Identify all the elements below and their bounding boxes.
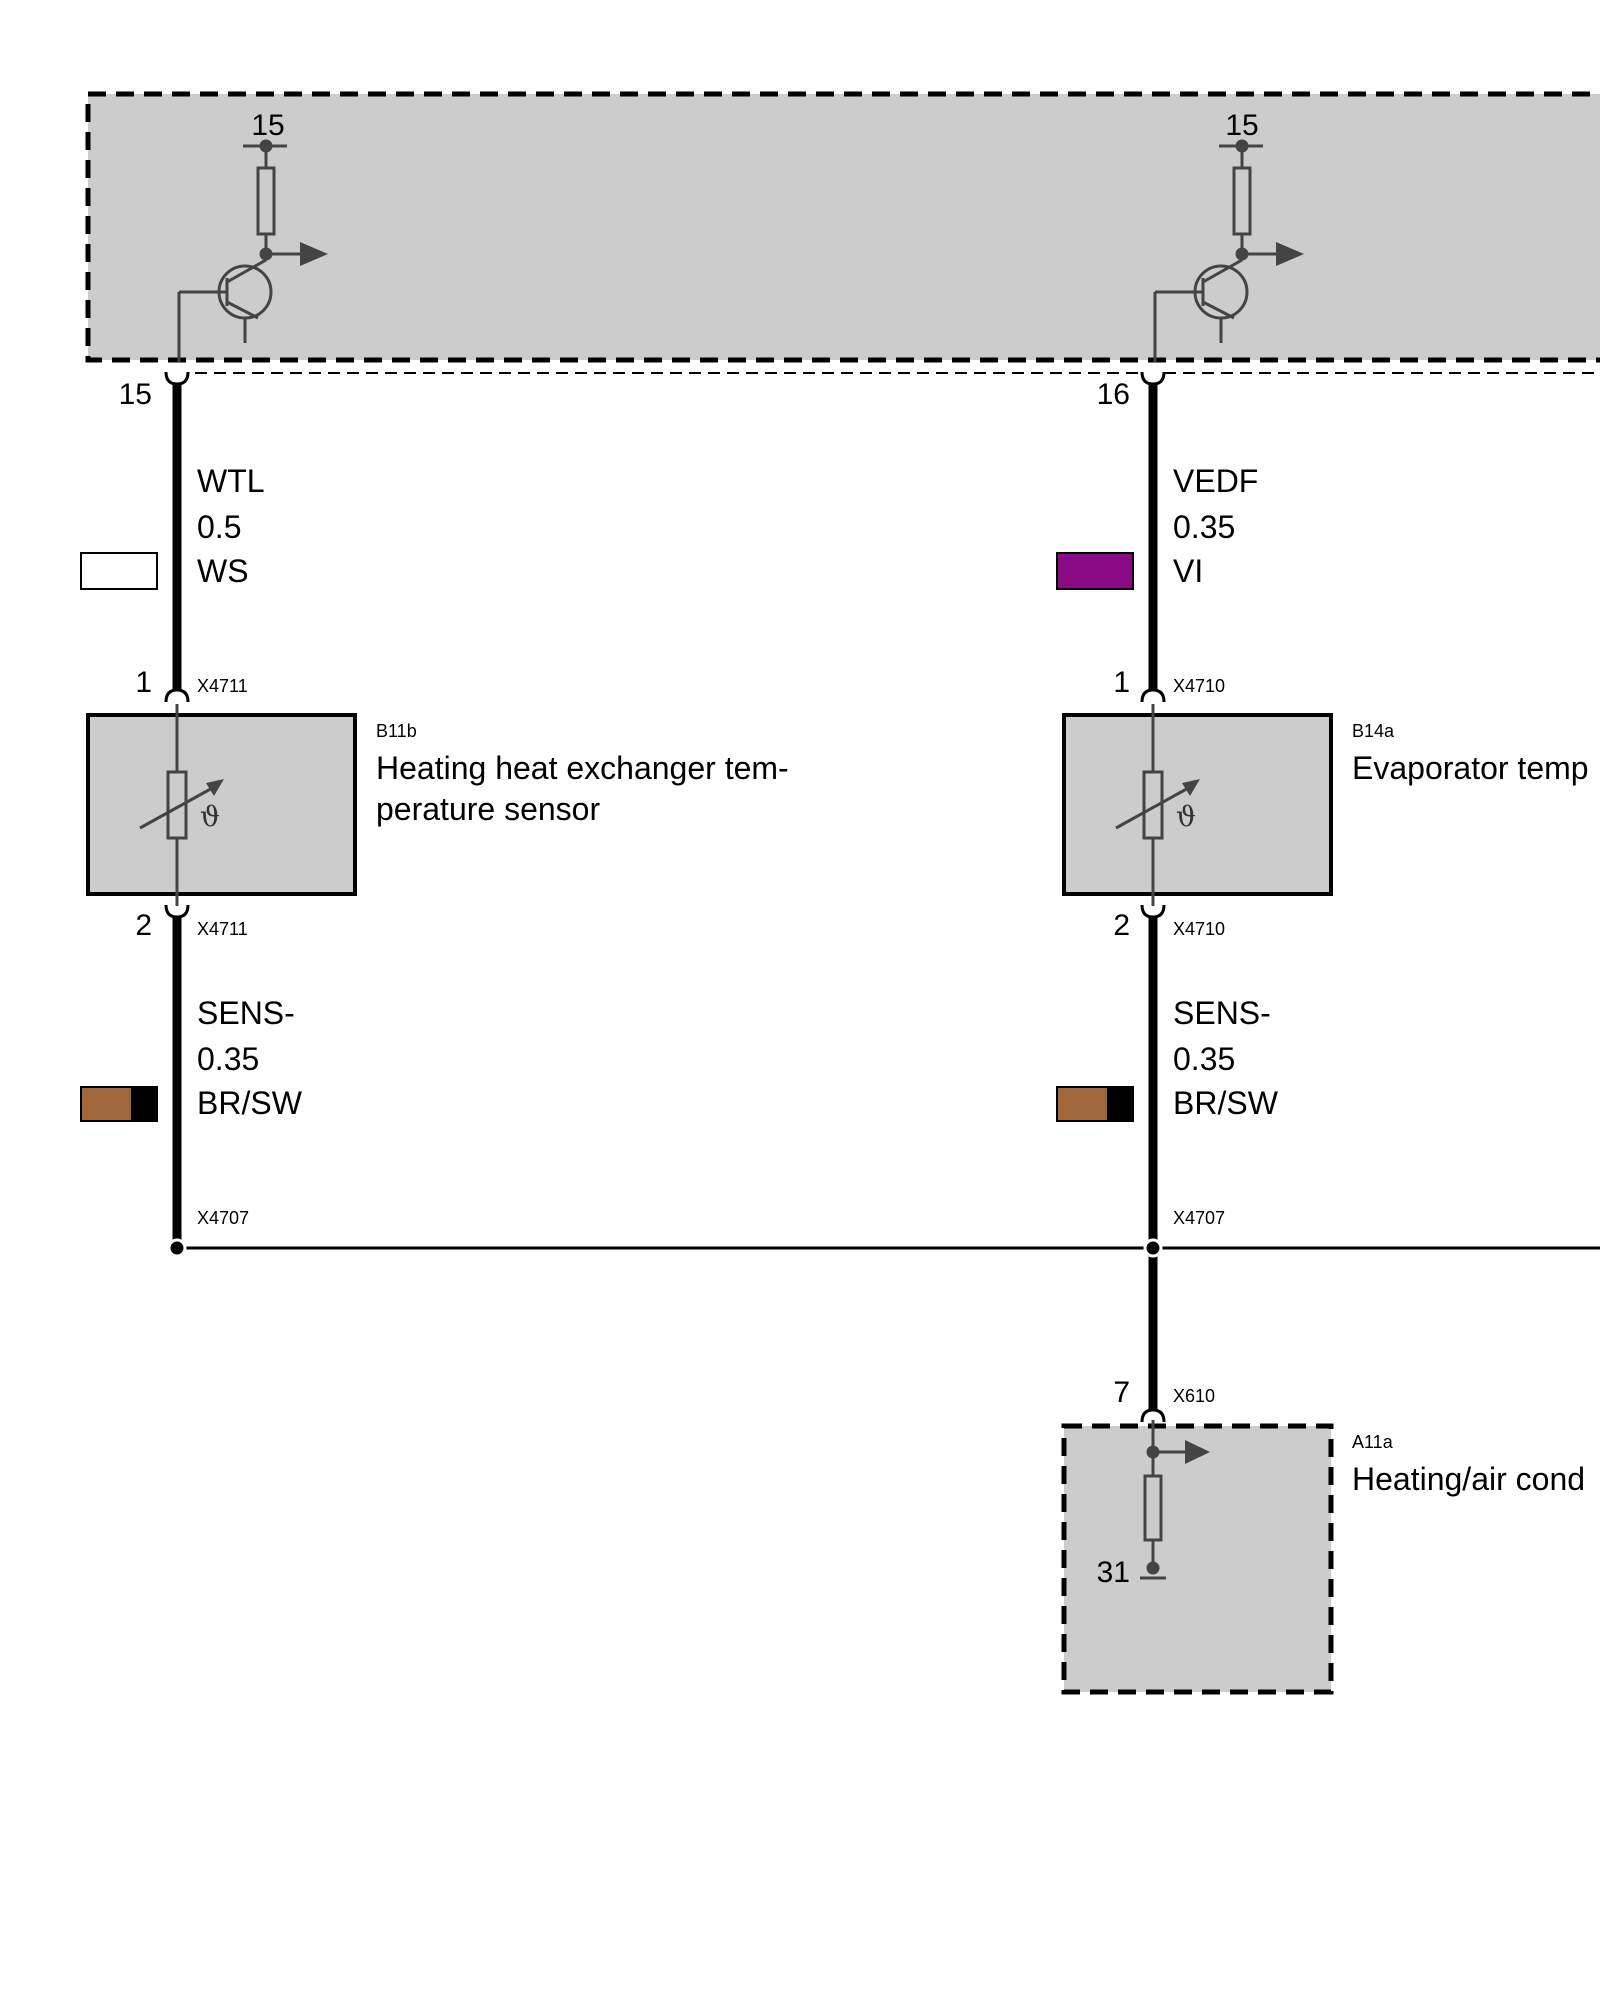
component-id-a11a: A11a <box>1352 1432 1394 1452</box>
wire-color-left-top: WS <box>197 553 249 589</box>
wire-gauge-left-top: 0.5 <box>197 509 241 545</box>
module-box-a11a <box>1061 1423 1334 1695</box>
sensor-box-right <box>1062 713 1333 896</box>
wire-color-swatch-brsw-left <box>80 1086 158 1122</box>
pin-label-right-sensor-bottom: 2 <box>1113 909 1130 942</box>
pin-label-left-top: 15 <box>119 378 152 411</box>
wire-color-swatch-ws <box>80 552 158 590</box>
component-name-b11b-line2: perature sensor <box>376 791 600 827</box>
connector-id-x610: X610 <box>1173 1386 1215 1406</box>
thermistor-symbol-right: ϑ <box>1176 800 1196 833</box>
wire-gauge-right-top: 0.35 <box>1173 509 1235 545</box>
wire-signal-left-bottom: SENS- <box>197 995 295 1031</box>
splice-dot-right <box>1143 1238 1163 1258</box>
thermistor-arrow-icon-right <box>1182 779 1200 796</box>
control-unit-box <box>85 91 1600 363</box>
transistor-stage-left <box>177 139 300 362</box>
splice-label-right: X4707 <box>1173 1208 1225 1228</box>
wires <box>172 378 1158 1412</box>
pin-label-left-sensor-top: 1 <box>135 666 152 699</box>
thermistor-symbol-left: ϑ <box>200 800 220 833</box>
pin-label-left-sensor-bottom: 2 <box>135 909 152 942</box>
wire-color-right-top: VI <box>1173 553 1203 589</box>
connector-id-right-bottom: X4710 <box>1173 919 1225 939</box>
connector-id-right-top: X4710 <box>1173 676 1225 696</box>
component-id-b14a: B14a <box>1352 721 1395 741</box>
thermistor-arrow-icon-left <box>206 779 224 796</box>
pin-label-right-top: 16 <box>1097 378 1130 411</box>
pin-label-right-sensor-top: 1 <box>1113 666 1130 699</box>
splice-label-left: X4707 <box>197 1208 249 1228</box>
wire-signal-left-top: WTL <box>197 463 265 499</box>
transistor-stage-right <box>1153 139 1276 362</box>
output-arrow-icon-right <box>1276 242 1304 266</box>
component-id-b11b: B11b <box>376 721 417 741</box>
component-name-b14a: Evaporator temp <box>1352 750 1589 786</box>
wire-color-swatch-vi <box>1056 552 1134 590</box>
thermistor-icon-left <box>139 704 217 906</box>
pulldown-resistor-icon <box>1140 1420 1185 1580</box>
wire-gauge-left-bottom: 0.35 <box>197 1041 259 1077</box>
wire-gauge-right-bottom: 0.35 <box>1173 1041 1235 1077</box>
connector-cups <box>164 371 1166 1423</box>
wire-color-right-bottom: BR/SW <box>1173 1085 1279 1121</box>
supply-label-right: 15 <box>1225 109 1258 142</box>
wire-color-left-bottom: BR/SW <box>197 1085 303 1121</box>
pin-label-a11a: 7 <box>1113 1376 1130 1409</box>
thermistor-icon-right <box>1115 704 1193 906</box>
ground-label-31: 31 <box>1097 1556 1130 1589</box>
component-name-a11a: Heating/air cond <box>1352 1461 1585 1497</box>
output-arrow-icon-a11a <box>1185 1440 1210 1464</box>
wire-signal-right-top: VEDF <box>1173 463 1258 499</box>
connector-id-left-top: X4711 <box>197 676 248 696</box>
sensor-box-left <box>86 713 357 896</box>
splice-dot-left <box>167 1238 187 1258</box>
component-name-b11b-line1: Heating heat exchanger tem- <box>376 750 789 786</box>
wire-color-swatch-brsw-right <box>1056 1086 1134 1122</box>
connector-id-left-bottom: X4711 <box>197 919 248 939</box>
supply-label-left: 15 <box>251 109 284 142</box>
output-arrow-icon-left <box>300 242 328 266</box>
wire-signal-right-bottom: SENS- <box>1173 995 1271 1031</box>
